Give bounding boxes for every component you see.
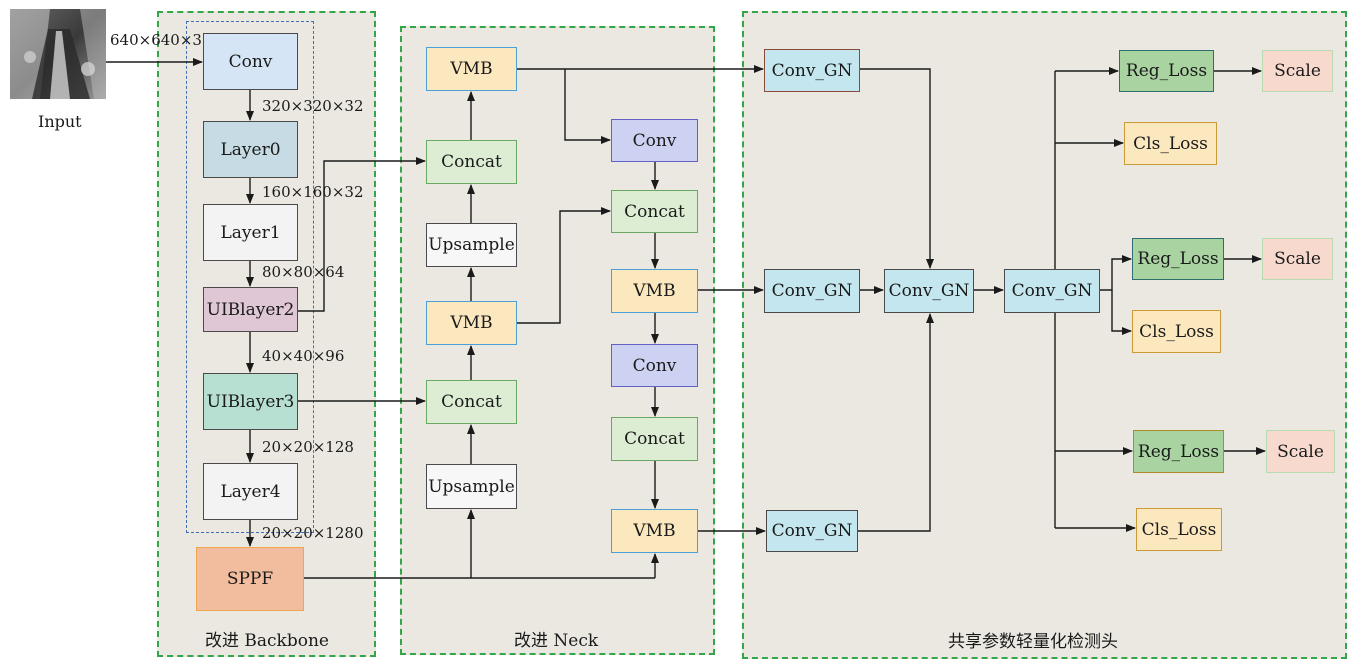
backbone-title: 改进 Backbone (205, 631, 329, 651)
backbone-layer0-block: Layer0 (203, 121, 298, 178)
neck-vmb-r2-block: VMB (611, 509, 698, 553)
dim-label-4: 40×40×96 (262, 347, 345, 365)
backbone-layer4-block: Layer4 (203, 463, 298, 520)
neck-conv-1-block: Conv (611, 119, 698, 162)
dim-label-1: 320×320×32 (262, 97, 364, 115)
neck-concat-3-block: Concat (611, 190, 698, 233)
dim-label-2: 160×160×32 (262, 183, 364, 201)
neck-title: 改进 Neck (514, 631, 599, 651)
neck-vmb-mid-block: VMB (426, 301, 517, 345)
head-conv-gn-mid-block: Conv_GN (764, 269, 860, 313)
head-conv-gn-shared-block: Conv_GN (884, 269, 974, 313)
head-cls-loss-1-block: Cls_Loss (1124, 122, 1217, 165)
head-reg-loss-1-block: Reg_Loss (1119, 50, 1214, 92)
head-scale-2-block: Scale (1262, 238, 1333, 280)
neck-vmb-r1-block: VMB (611, 269, 698, 313)
head-scale-3-block: Scale (1266, 430, 1335, 473)
head-conv-gn-bot-block: Conv_GN (766, 510, 858, 552)
head-reg-loss-2-block: Reg_Loss (1132, 238, 1224, 280)
head-cls-loss-2-block: Cls_Loss (1132, 310, 1221, 353)
head-title: 共享参数轻量化检测头 (948, 632, 1118, 652)
head-scale-1-block: Scale (1262, 50, 1333, 92)
neck-conv-2-block: Conv (611, 344, 698, 387)
head-conv-gn-top-block: Conv_GN (764, 49, 860, 92)
neck-vmb-top-block: VMB (426, 47, 517, 91)
dim-label-3: 80×80×64 (262, 263, 345, 281)
head-reg-loss-3-block: Reg_Loss (1133, 430, 1224, 473)
backbone-uiblayer2-block: UIBlayer2 (203, 287, 298, 332)
backbone-conv-block: Conv (203, 33, 298, 90)
backbone-uiblayer3-block: UIBlayer3 (203, 373, 298, 430)
neck-concat-2-block: Concat (426, 380, 517, 424)
input-size-label: 640×640×3 (110, 31, 202, 49)
dim-label-6: 20×20×1280 (262, 524, 364, 542)
input-label: Input (38, 112, 82, 131)
backbone-sppf-block: SPPF (196, 547, 304, 611)
neck-upsample-2-block: Upsample (426, 464, 517, 509)
head-cls-loss-3-block: Cls_Loss (1136, 508, 1222, 551)
dim-label-5: 20×20×128 (262, 438, 354, 456)
backbone-layer1-block: Layer1 (203, 204, 298, 261)
neck-concat-4-block: Concat (611, 417, 698, 461)
input-image (10, 9, 106, 99)
neck-upsample-1-block: Upsample (426, 223, 517, 267)
head-conv-gn-out-block: Conv_GN (1004, 269, 1100, 313)
neck-concat-1-block: Concat (426, 140, 517, 184)
